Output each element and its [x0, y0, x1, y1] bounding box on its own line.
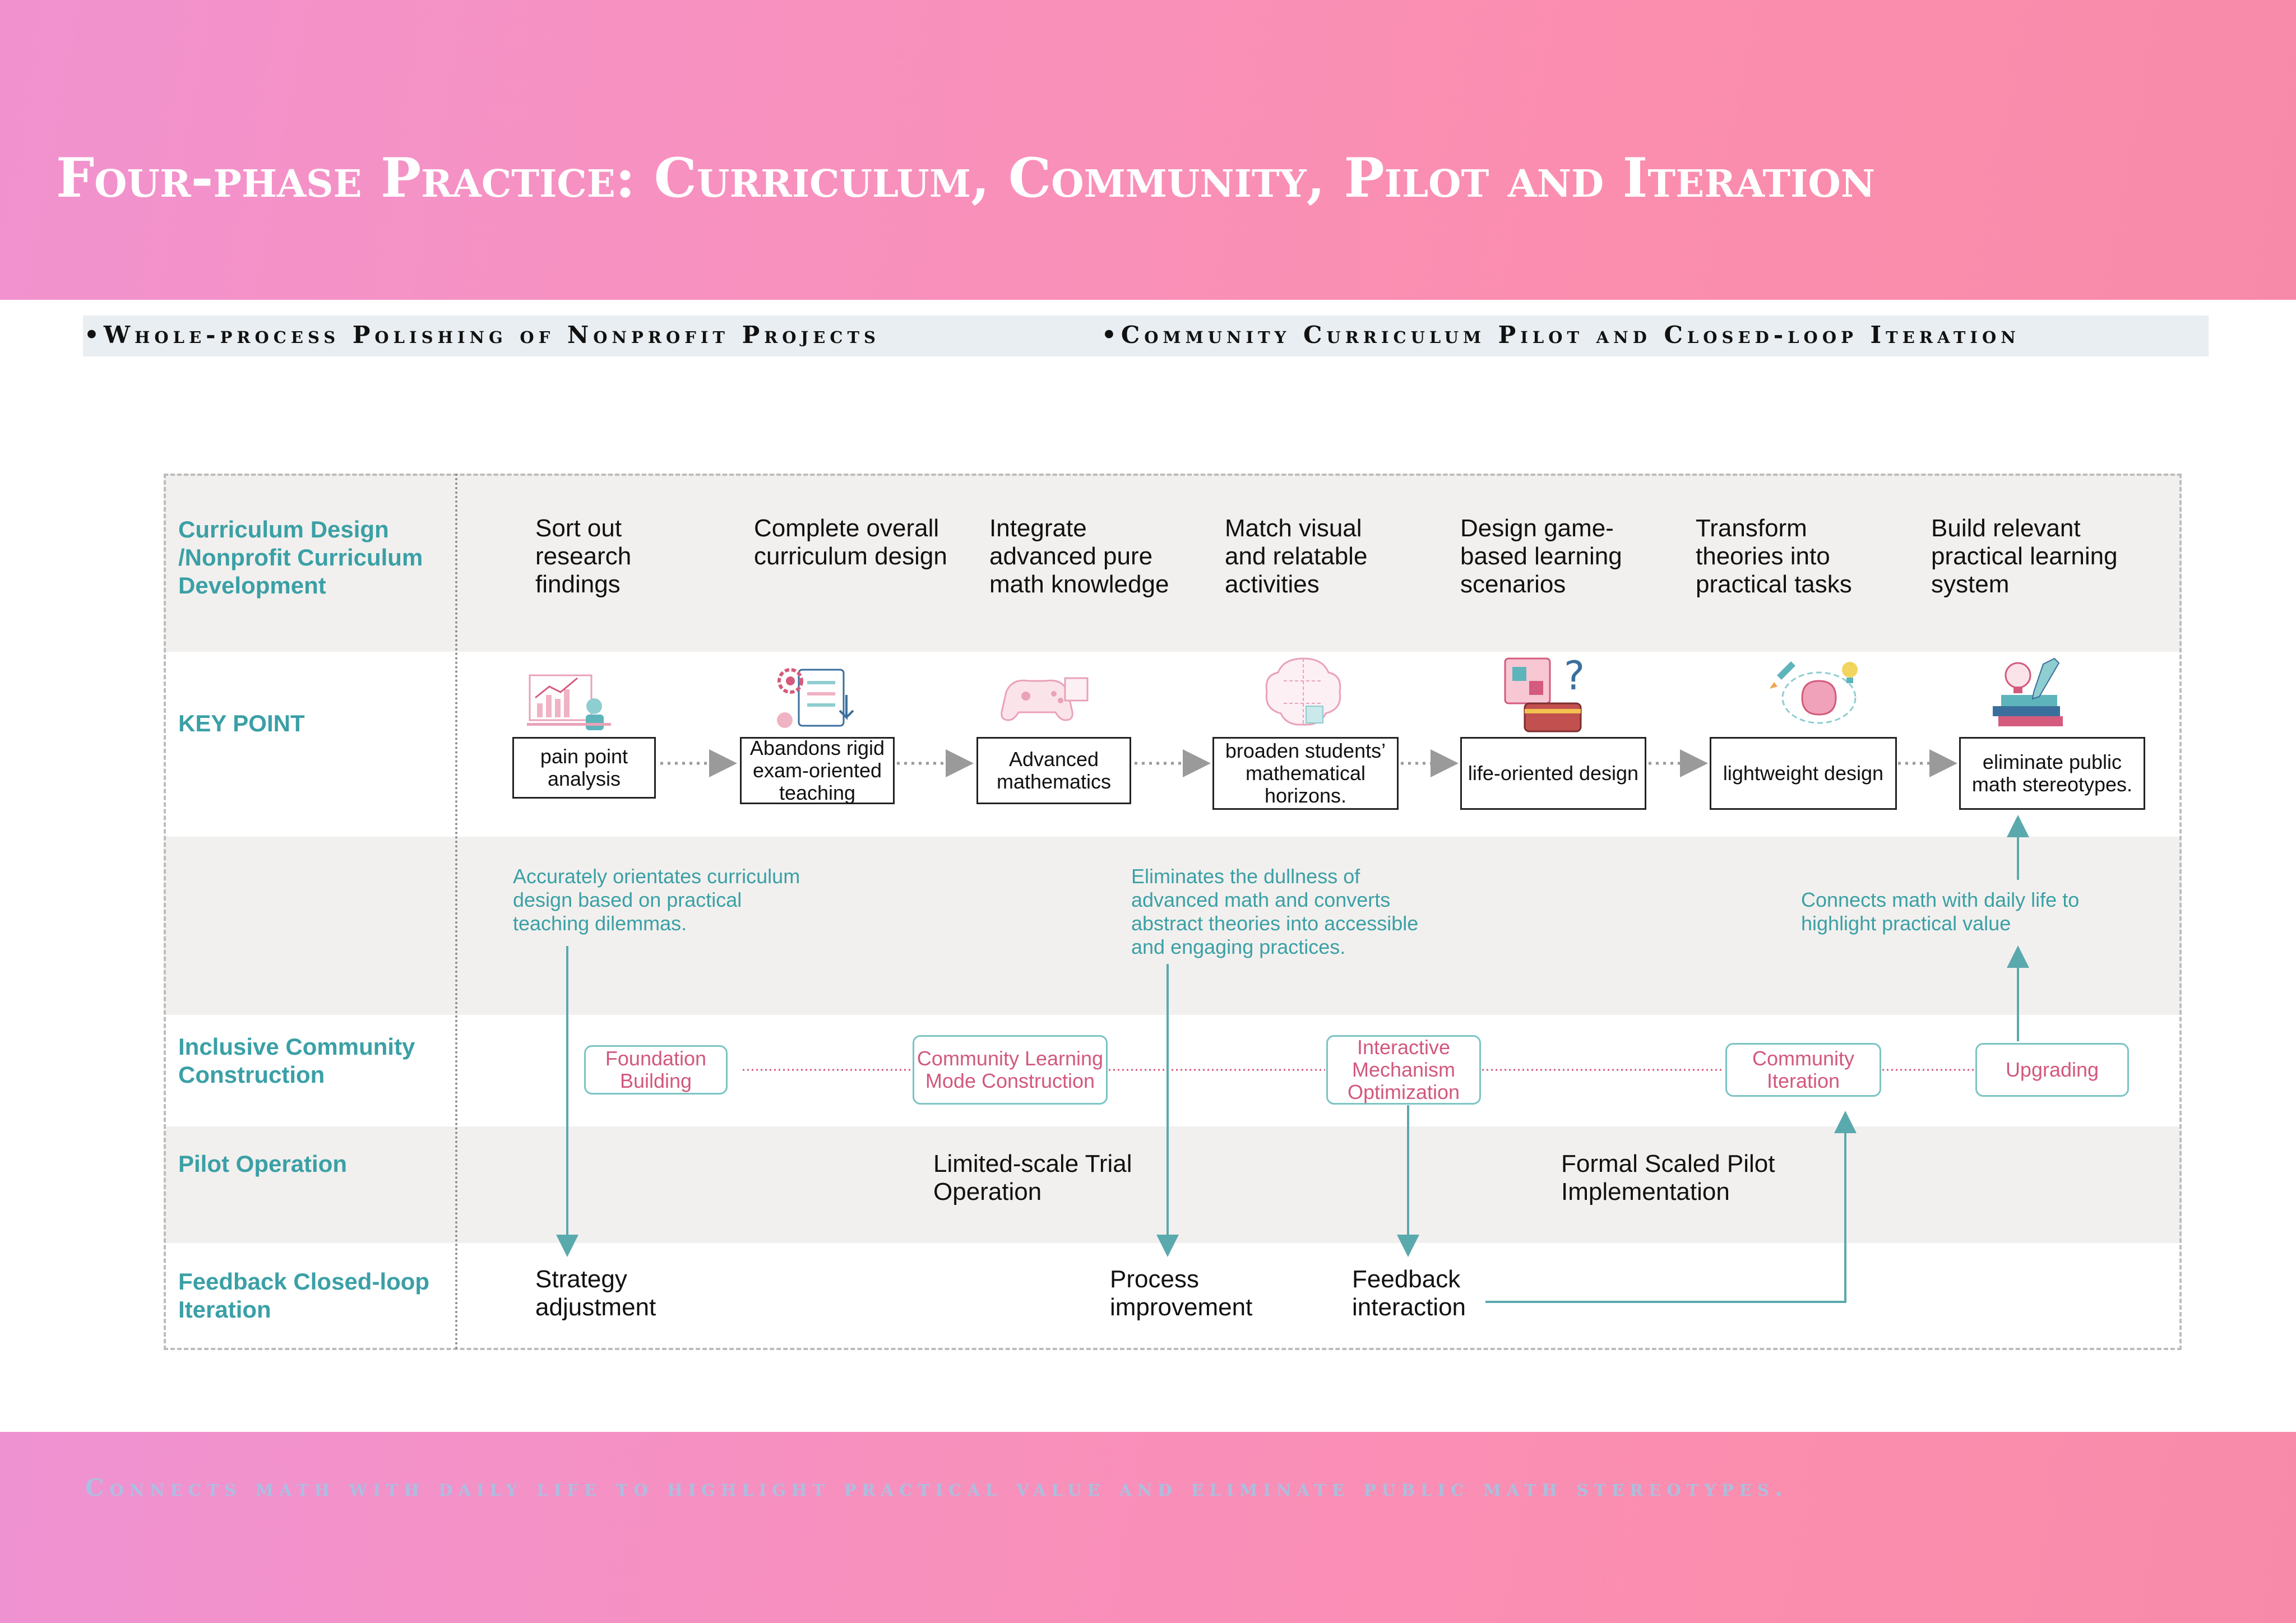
- svg-text:?: ?: [1564, 653, 1585, 699]
- community-step-pill: Interactive Mechanism Optimization: [1326, 1035, 1481, 1105]
- curriculum-step: Design game-based learning scenarios: [1460, 514, 1622, 598]
- label-divider: [455, 474, 457, 1350]
- pilot-step: Formal Scaled Pilot Implementation: [1561, 1150, 1775, 1205]
- feedback-step: Feedback interaction: [1352, 1265, 1466, 1321]
- note-text: Connects math with daily life to highlig…: [1801, 888, 2080, 935]
- key-point-box: life-oriented design: [1460, 737, 1646, 810]
- subtitle-right: •Community Curriculum Pilot and Closed-l…: [1101, 321, 2020, 349]
- diagram-frame: [164, 474, 2182, 1350]
- curriculum-step: Transform theories into practical tasks: [1696, 514, 1852, 598]
- header-banner: [0, 0, 2296, 300]
- key-point-box: pain point analysis: [512, 737, 656, 799]
- subtitle-left: •Whole-process Polishing of Nonprofit Pr…: [84, 321, 880, 349]
- notes-band: [164, 837, 2182, 1015]
- curriculum-step: Build relevant practical learning system: [1931, 514, 2118, 598]
- flow-arrow: [1485, 1111, 1857, 1303]
- curriculum-step: Complete overall curriculum design: [754, 514, 947, 570]
- curriculum-step: Integrate advanced pure math knowledge: [989, 514, 1169, 598]
- row-label-key-point: KEY POINT: [178, 710, 305, 736]
- key-point-box: lightweight design: [1710, 737, 1897, 810]
- community-step-pill: Community Iteration: [1725, 1043, 1881, 1097]
- key-point-box: Advanced mathematics: [976, 737, 1131, 804]
- curriculum-step: Match visual and relatable activities: [1225, 514, 1368, 598]
- community-step-pill: Community Learning Mode Construction: [913, 1035, 1108, 1105]
- row-label-curriculum: Curriculum Design /Nonprofit Curriculum …: [178, 516, 423, 599]
- rocket-brain-icon: [1770, 661, 1858, 724]
- community-step-pill: Foundation Building: [584, 1045, 728, 1095]
- row-label-community: Inclusive Community Construction: [178, 1033, 415, 1088]
- feedback-step: Strategy adjustment: [535, 1265, 656, 1321]
- row-label-pilot: Pilot Operation: [178, 1151, 348, 1177]
- curriculum-band: [164, 474, 2182, 652]
- books-lightbulb-icon: [1993, 657, 2063, 726]
- key-point-box: broaden students’ mathematical horizons.: [1212, 737, 1399, 810]
- row-label-feedback: Feedback Closed-loop Iteration: [178, 1268, 430, 1323]
- community-step-pill: Upgrading: [1975, 1043, 2129, 1097]
- footer-text: Connects math with daily life to highlig…: [85, 1474, 1789, 1501]
- subtitle-bar: [83, 316, 2209, 356]
- checklist-gear-icon: [777, 668, 854, 728]
- key-point-box: eliminate public math stereotypes.: [1959, 737, 2145, 810]
- footer-banner: [0, 1432, 2296, 1623]
- brain-puzzle-icon: [1265, 657, 1341, 726]
- puzzle-treasure-icon: ?: [1504, 653, 1585, 732]
- note-text: Eliminates the dullness of advanced math…: [1131, 865, 1419, 958]
- curriculum-step: Sort out research findings: [535, 514, 632, 598]
- pilot-step: Limited-scale Trial Operation: [933, 1150, 1132, 1205]
- note-text: Accurately orientates curriculum design …: [513, 865, 800, 935]
- gamepad-cube-icon: [1001, 677, 1089, 721]
- page-title: Four-phase Practice: Curriculum, Communi…: [56, 146, 1876, 210]
- feedback-step: Process improvement: [1110, 1265, 1253, 1321]
- data-analysis-icon: [527, 674, 611, 730]
- key-point-box: Abandons rigid exam-oriented teaching: [740, 737, 895, 804]
